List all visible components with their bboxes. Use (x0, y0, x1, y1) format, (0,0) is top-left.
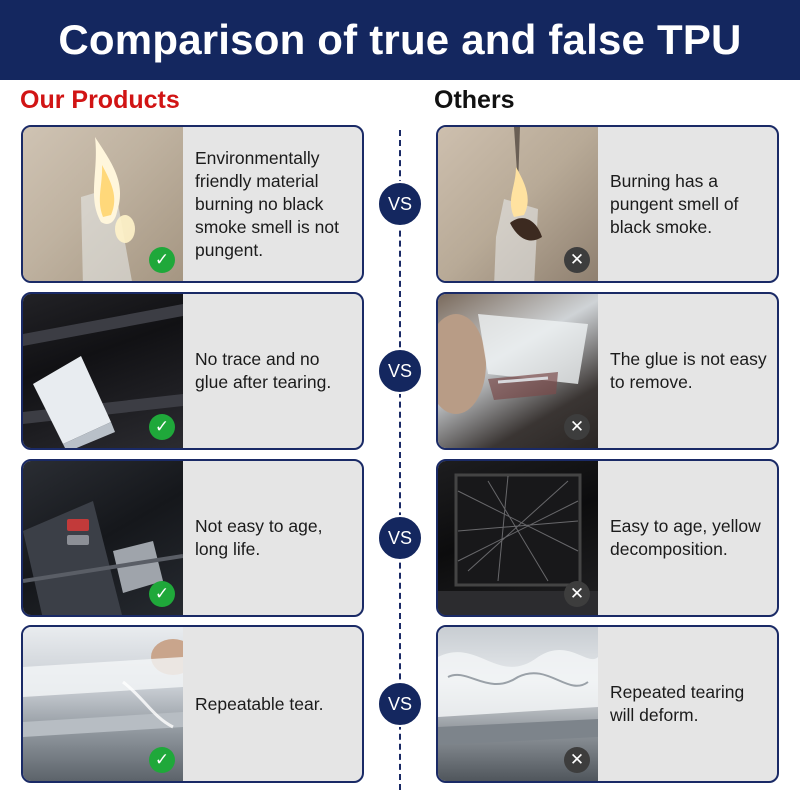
check-icon: ✓ (149, 414, 175, 440)
vs-badge: VS (377, 681, 423, 727)
our-point-text: Repeatable tear. (195, 693, 324, 714)
burning-clean-photo: ✓ (23, 127, 183, 281)
flame-illustration (494, 127, 542, 281)
scratched-panel-photo: ✕ (438, 461, 598, 615)
others-card-repeat: ✕ Repeated tearing will deform. (436, 625, 779, 783)
deformed-film-photo: ✕ (438, 627, 598, 781)
cross-icon: ✕ (564, 247, 590, 273)
flame-illustration (81, 137, 135, 281)
our-card-repeat: ✓ Repeatable tear. (21, 625, 364, 783)
others-card-aging: ✕ Easy to age, yellow decomposition. (436, 459, 779, 617)
others-point-text: The glue is not easy to remove. (610, 349, 767, 392)
title-banner: Comparison of true and false TPU (0, 0, 800, 80)
cross-icon: ✕ (564, 747, 590, 773)
our-card-burning: ✓ Environmentally friendly material burn… (21, 125, 364, 283)
burning-smoke-photo: ✕ (438, 127, 598, 281)
film-peel-photo: ✓ (23, 627, 183, 781)
cross-icon: ✕ (564, 581, 590, 607)
vs-badge: VS (377, 181, 423, 227)
our-point-text: Environmentally friendly material burnin… (195, 147, 339, 260)
cross-icon: ✕ (564, 414, 590, 440)
check-icon: ✓ (149, 747, 175, 773)
tear-illustration (23, 304, 183, 448)
our-card-aging: ✓ Not easy to age, long life. (21, 459, 364, 617)
film-illustration (438, 649, 598, 745)
vs-badge: VS (377, 348, 423, 394)
page-title: Comparison of true and false TPU (58, 16, 742, 63)
check-icon: ✓ (149, 581, 175, 607)
vs-badge: VS (377, 515, 423, 561)
our-point-text: Not easy to age, long life. (195, 516, 323, 559)
car-console-photo: ✓ (23, 461, 183, 615)
others-point-text: Easy to age, yellow decomposition. (610, 516, 761, 559)
others-card-glue: ✕ The glue is not easy to remove. (436, 292, 779, 450)
vs-divider-line (399, 130, 401, 790)
film-illustration (23, 639, 183, 737)
others-heading: Others (434, 86, 515, 114)
others-point-text: Burning has a pungent smell of black smo… (610, 170, 739, 237)
others-card-burning: ✕ Burning has a pungent smell of black s… (436, 125, 779, 283)
console-illustration (23, 501, 183, 615)
others-point-text: Repeated tearing will deform. (610, 682, 745, 725)
our-products-heading: Our Products (20, 86, 180, 114)
glue-residue-photo: ✕ (438, 294, 598, 448)
clean-tear-photo: ✓ (23, 294, 183, 448)
check-icon: ✓ (149, 247, 175, 273)
glue-illustration (438, 314, 588, 414)
scratches-illustration (438, 473, 598, 615)
our-point-text: No trace and no glue after tearing. (195, 349, 332, 392)
our-card-tearing: ✓ No trace and no glue after tearing. (21, 292, 364, 450)
